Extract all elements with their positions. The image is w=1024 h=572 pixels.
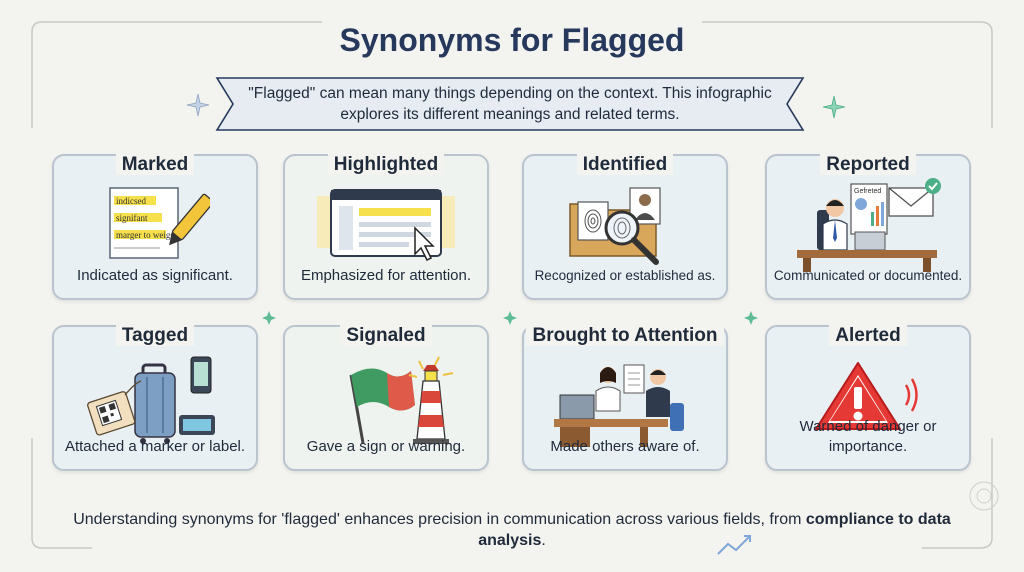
note-line: marger to weigs [116, 230, 174, 240]
card-description: Emphasized for attention. [300, 267, 472, 284]
note-line: indicsed [116, 196, 146, 206]
intro-text: "Flagged" can mean many things depending… [248, 85, 772, 123]
trend-arrow-icon [717, 535, 751, 555]
flag-lighthouse-icon [349, 356, 454, 444]
page-title: Synonyms for Flagged [339, 22, 685, 58]
footer-text: Understanding synonyms for 'flagged' enh… [73, 511, 951, 549]
intro-banner: "Flagged" can mean many things depending… [215, 76, 805, 132]
sparkle-icon [186, 93, 210, 117]
card-title: Marked [54, 154, 256, 176]
card-alerted: Alerted Warned of danger or importance. [765, 325, 971, 471]
footer-emphasis: compliance to data analysis [478, 511, 951, 549]
diamond-icon [503, 311, 517, 325]
card-description: Warned of danger or importance. [799, 418, 937, 455]
diamond-icon [262, 311, 276, 325]
luggage-tag-icon [87, 356, 215, 444]
office-meeting-icon [554, 364, 684, 447]
card-title: Reported [767, 154, 969, 176]
card-identified: Identified Recognized or established as. [522, 154, 728, 300]
card-brought-to-attention: Brought to Attention Made others aware o… [522, 325, 728, 471]
card-description: Communicated or documented. [773, 268, 963, 283]
card-title: Alerted [767, 325, 969, 347]
card-signaled: Signaled Gave a sign or warning. [283, 325, 489, 471]
card-description: Recognized or established as. [534, 268, 716, 283]
ribbon-shape [215, 77, 805, 131]
card-reported: Reported Gefreted Communicated or docume… [765, 154, 971, 300]
card-description: Indicated as significant. [77, 267, 233, 284]
highlighted-screen-icon [317, 189, 455, 262]
fingerprint-magnifier-icon [569, 187, 661, 265]
note-line: signifant [116, 213, 148, 223]
card-title: Brought to Attention [524, 325, 726, 347]
card-title: Identified [524, 154, 726, 176]
card-description: Made others aware of. [550, 438, 700, 455]
diamond-icon [744, 311, 758, 325]
warning-triangle-icon [815, 362, 918, 430]
card-title: Highlighted [285, 154, 487, 176]
card-description: Gave a sign or warning. [306, 438, 466, 455]
sparkle-icon [822, 95, 846, 119]
highlighted-document-icon: indicsed signifant marger to weigs [109, 187, 210, 259]
report-label: Gefreted [854, 188, 881, 195]
card-marked: Marked indicsed signifant marger to weig… [52, 154, 258, 300]
office-worker-report-icon: Gefreted [797, 178, 941, 272]
card-highlighted: Highlighted Emphasized for attention. [283, 154, 489, 300]
card-tagged: Tagged Attached a marker or label. [52, 325, 258, 471]
card-description: Attached a marker or label. [64, 438, 246, 455]
card-title: Tagged [54, 325, 256, 347]
card-title: Signaled [285, 325, 487, 347]
